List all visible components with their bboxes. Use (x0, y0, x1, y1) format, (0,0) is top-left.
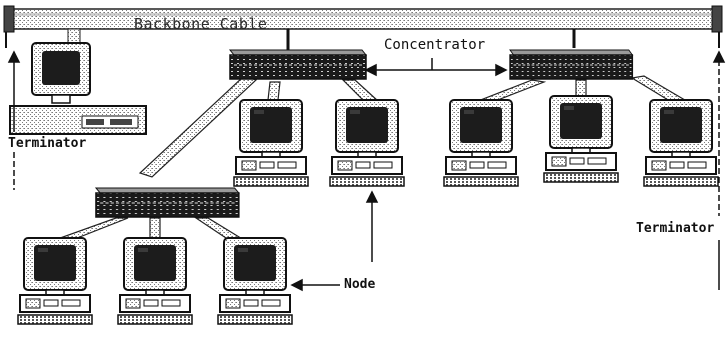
concentrator-label: Concentrator (384, 37, 485, 53)
workstation-node-1-icon (234, 100, 308, 186)
terminator-cap-right-icon (712, 6, 722, 48)
node-label: Node (344, 277, 375, 292)
concentrator-double-arrow-icon (366, 58, 506, 75)
concentrator-hub-right-icon (510, 50, 632, 79)
workstation-node-6-icon (18, 238, 92, 324)
workstation-node-2-icon (330, 100, 404, 186)
concentrator-hub-lower-icon (96, 188, 239, 217)
concentrator-hub-center-icon (230, 50, 366, 79)
workstation-node-3-icon (444, 100, 518, 186)
workstation-node-8-icon (218, 238, 292, 324)
workstation-node-7-icon (118, 238, 192, 324)
workstation-node-5-icon (644, 100, 718, 186)
terminator-right-label: Terminator (636, 221, 714, 236)
backbone-cable-label: Backbone Cable (134, 15, 267, 33)
terminator-cap-left-icon (4, 6, 14, 48)
backbone-cable (8, 9, 718, 29)
node-pointer-arrow-icon (292, 192, 377, 290)
workstation-left-icon (10, 43, 146, 134)
terminator-left-label: Terminator (8, 136, 86, 151)
workstation-node-4-icon (544, 96, 618, 182)
